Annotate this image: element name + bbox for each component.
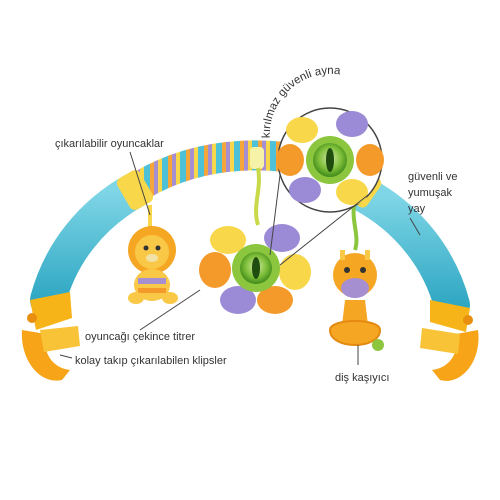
leader-safe-arc [409, 217, 421, 236]
teether-ring [328, 320, 382, 346]
left-clip [21, 292, 80, 381]
leader-removable-toys [129, 151, 151, 216]
leader-lines [59, 151, 421, 365]
leader-clips [59, 354, 73, 359]
label-clips: kolay takıp çıkarılabilen klipsler [75, 355, 227, 367]
arc-joint-center [250, 147, 264, 169]
arc-right-pad [347, 177, 470, 323]
mirror-callout [269, 107, 384, 266]
arc-joint-left [116, 170, 154, 210]
flower-toy [199, 167, 311, 314]
label-vibrates: oyuncağı çekince titrer [85, 331, 195, 343]
label-safe-arc-1: güvenli ve [408, 171, 458, 183]
leader-vibrates [139, 289, 201, 331]
giraffe-toy [328, 199, 384, 351]
label-removable-toys: çıkarılabilir oyuncaklar [55, 138, 164, 150]
right-clip [420, 300, 479, 381]
lion-toy [128, 205, 178, 304]
arc-left-pad [30, 172, 153, 318]
label-teether: diş kaşıyıcı [335, 372, 389, 384]
label-safe-arc-2: yumuşak [408, 187, 453, 199]
label-safe-arc-3: yay [408, 203, 426, 215]
